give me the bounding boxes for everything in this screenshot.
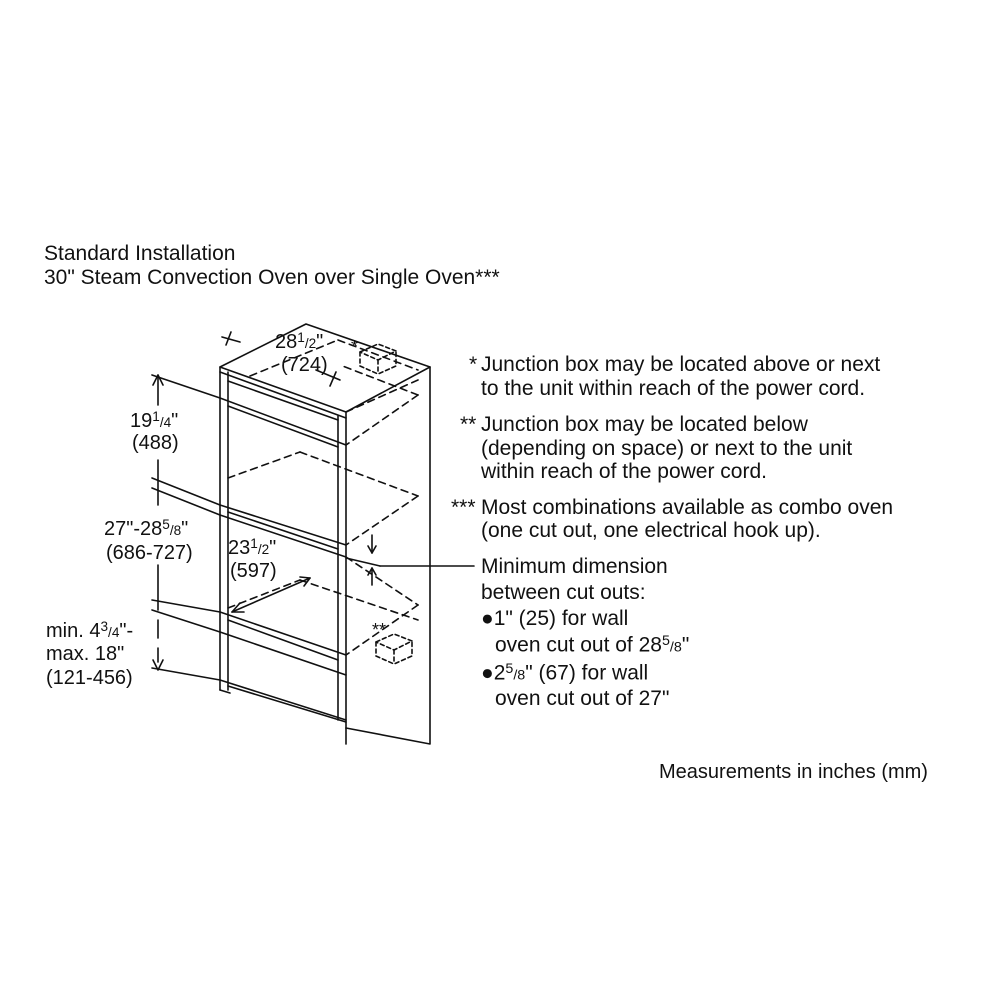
junction-box-lower [375, 633, 413, 665]
min-gap-leader [345, 534, 475, 586]
bullet-2-dot-icon: ● [481, 661, 494, 685]
cabinet-outline [219, 323, 431, 745]
lower-dimension-mm: (121-456) [46, 667, 133, 689]
width-dimension-mm: (724) [281, 354, 328, 376]
middle-dimension-mm: (686-727) [106, 542, 193, 564]
note-3-mark: *** [451, 496, 476, 519]
min-dimension-line-2: between cut outs: [481, 581, 646, 604]
cutout-dashed-lines [227, 339, 419, 656]
note-2-line-3: within reach of the power cord. [481, 460, 767, 483]
depth-dimension: 231/2" [228, 536, 277, 560]
note-2-mark: ** [460, 413, 477, 436]
middle-dimension: 27"-285/8" [104, 517, 189, 541]
note-3-line-2: (one cut out, one electrical hook up). [481, 519, 821, 542]
lower-dimension-line2: max. 18" [46, 643, 125, 665]
note-1-line-2: to the unit within reach of the power co… [481, 377, 866, 400]
depth-dimension-line [231, 576, 311, 613]
width-dimension-line [221, 331, 341, 387]
height-dimension-line [151, 374, 221, 681]
title-line-2: 30" Steam Convection Oven over Single Ov… [44, 266, 500, 289]
bullet-1-line-1: ●1" (25) for wall [481, 607, 629, 630]
junction-box-upper-mark: * [351, 337, 359, 357]
note-3-line-1: Most combinations available as combo ove… [481, 496, 894, 519]
depth-dimension-mm: (597) [230, 560, 277, 582]
title-line-1: Standard Installation [44, 242, 236, 265]
bullet-2-line-1: ●25/8" (67) for wall [481, 661, 649, 685]
width-dimension: 281/2" [275, 330, 324, 354]
bullet-1-dot-icon: ● [481, 607, 494, 630]
junction-box-lower-mark: ** [372, 620, 387, 640]
upper-dimension-mm: (488) [132, 432, 179, 454]
min-dimension-line-1: Minimum dimension [481, 555, 668, 578]
note-1-mark: * [469, 353, 478, 376]
lower-dimension: min. 43/4"- [46, 619, 134, 643]
measurements-footer: Measurements in inches (mm) [659, 761, 928, 783]
upper-dimension: 191/4" [130, 409, 179, 433]
bullet-2-line-2: oven cut out of 27" [495, 687, 670, 710]
note-1-line-1: Junction box may be located above or nex… [481, 353, 881, 376]
bullet-1-line-2: oven cut out of 285/8" [495, 633, 690, 657]
junction-box-upper [359, 343, 397, 375]
note-2-line-1: Junction box may be located below [481, 413, 808, 436]
note-2-line-2: (depending on space) or next to the unit [481, 437, 853, 460]
